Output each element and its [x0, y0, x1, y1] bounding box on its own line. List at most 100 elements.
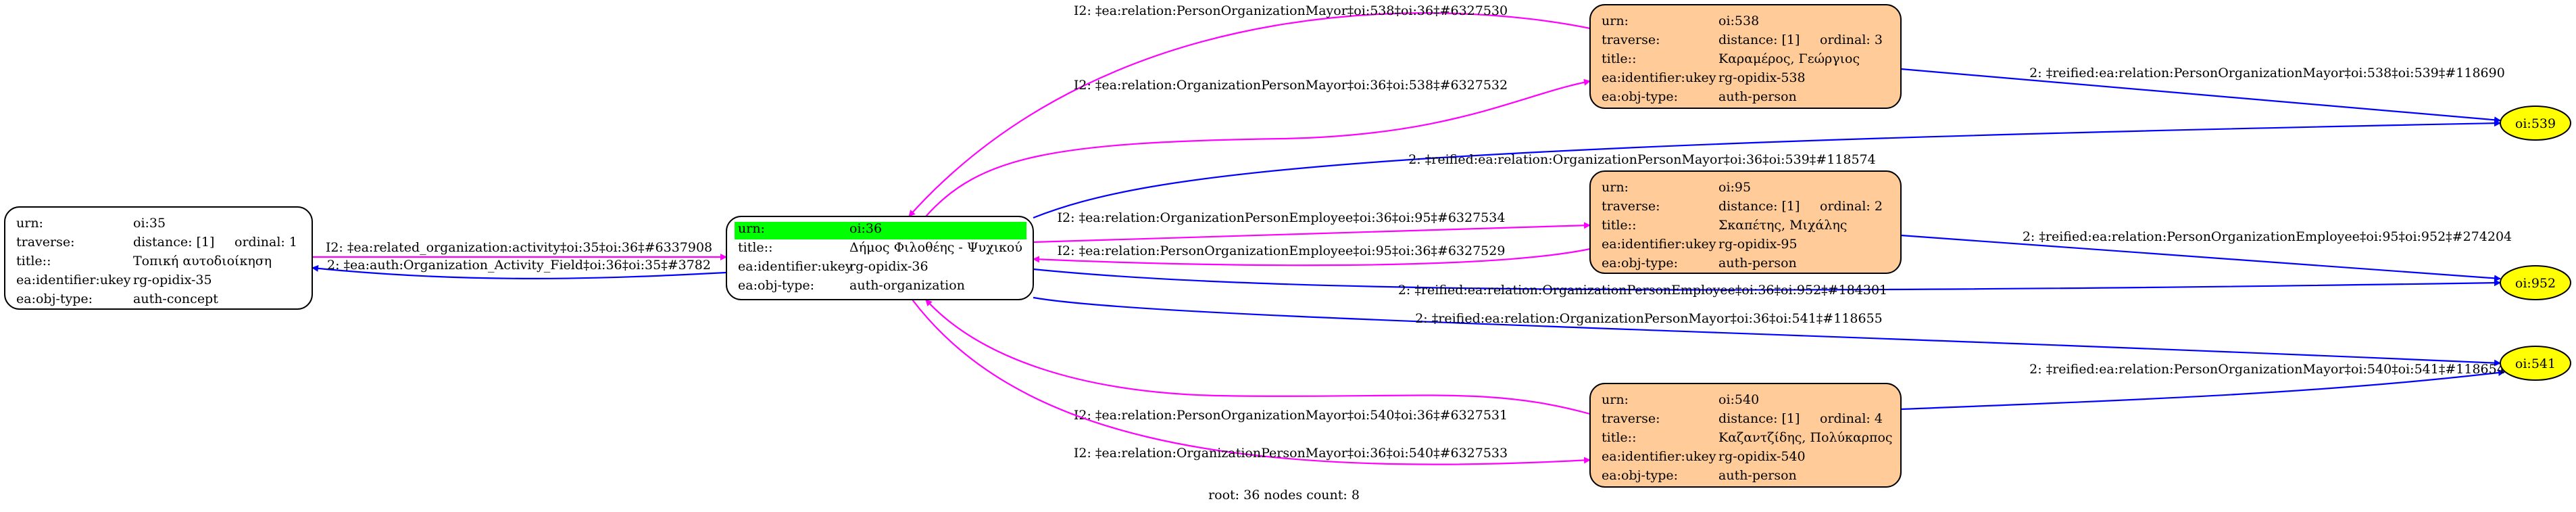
row-key: urn: — [1602, 392, 1629, 407]
leaf-ellipse[interactable] — [2500, 106, 2571, 141]
edge[interactable]: I2: ‡ea:relation:OrganizationPersonEmplo… — [1033, 210, 1591, 243]
row-value: oi:36 — [849, 221, 882, 236]
row-key: ea:obj-type: — [16, 292, 93, 306]
row-key: ea:obj-type: — [738, 278, 814, 293]
row-key: ea:identifier:ukey — [1602, 237, 1716, 252]
edge[interactable]: I2: ‡ea:relation:PersonOrganizationEmplo… — [1033, 243, 1591, 266]
row-value: distance: [1] — [1718, 32, 1800, 47]
edge[interactable]: I2: ‡ea:relation:OrganizationPersonMayor… — [925, 78, 1591, 217]
row-value: distance: [1] — [133, 235, 214, 250]
row-key: ea:identifier:ukey — [738, 259, 853, 274]
edge[interactable]: 2: ‡reified:ea:relation:PersonOrganizati… — [1900, 66, 2505, 124]
node-box[interactable] — [1589, 170, 1902, 274]
footer-status: root: 36 nodes count: 8 — [1208, 488, 1360, 503]
edge-label: I2: ‡ea:relation:PersonOrganizationEmplo… — [1058, 243, 1506, 258]
edge-label: I2: ‡ea:relation:OrganizationPersonEmplo… — [1058, 210, 1506, 225]
row-value: Καραμέρος, Γεώργιος — [1718, 51, 1860, 66]
row-value: auth-concept — [133, 292, 218, 306]
edge-line[interactable] — [1900, 369, 2505, 411]
edge[interactable]: 2: ‡ea:auth:Organization_Activity_Field‡… — [312, 258, 727, 279]
edge-label: I2: ‡ea:relation:PersonOrganizationMayor… — [1074, 408, 1508, 423]
leaf-node[interactable]: oi:541 — [2500, 346, 2571, 381]
row-key: urn: — [16, 216, 43, 231]
edge-line[interactable] — [1900, 68, 2501, 124]
edge-line[interactable] — [1033, 296, 2501, 367]
edge-line[interactable] — [312, 264, 727, 279]
leaf-ellipse[interactable] — [2500, 346, 2571, 381]
edge[interactable]: I2: ‡ea:related_organization:activity‡oi… — [312, 240, 727, 260]
leaf-label: oi:952 — [2515, 276, 2556, 291]
row-value: distance: [1] — [1718, 199, 1800, 214]
edge[interactable]: 2: ‡reified:ea:relation:OrganizationPers… — [1033, 296, 2501, 367]
edge-label: I2: ‡ea:relation:OrganizationPersonMayor… — [1074, 446, 1508, 461]
leaf-node[interactable]: oi:952 — [2500, 265, 2571, 300]
edge[interactable]: 2: ‡reified:ea:relation:PersonOrganizati… — [1900, 362, 2505, 411]
edge[interactable]: I2: ‡ea:relation:PersonOrganizationMayor… — [908, 3, 1591, 217]
node-box[interactable] — [1589, 4, 1902, 109]
leaf-label: oi:539 — [2515, 116, 2556, 131]
node-box[interactable] — [1589, 383, 1902, 488]
row-ordinal: ordinal: 1 — [234, 235, 297, 250]
edge-label: 2: ‡reified:ea:relation:OrganizationPers… — [1415, 311, 1883, 326]
row-value: Καζαντζίδης, Πολύκαρπος — [1718, 430, 1893, 445]
edge[interactable]: I2: ‡ea:relation:OrganizationPersonMayor… — [912, 299, 1591, 465]
edge-line[interactable] — [1033, 222, 1591, 243]
edge-line[interactable] — [912, 299, 1591, 465]
row-key: title:: — [1602, 51, 1636, 66]
row-value: auth-person — [1718, 89, 1797, 104]
row-ordinal: ordinal: 3 — [1820, 32, 1883, 47]
edge[interactable]: I2: ‡ea:relation:PersonOrganizationMayor… — [925, 299, 1591, 423]
edge-line[interactable] — [908, 12, 1591, 217]
row-key: title:: — [1602, 218, 1636, 233]
row-key: urn: — [1602, 14, 1629, 28]
row-key: ea:identifier:ukey — [16, 273, 131, 287]
edges-layer: I2: ‡ea:related_organization:activity‡oi… — [312, 3, 2512, 465]
leaf-label: oi:541 — [2515, 356, 2556, 371]
edge-label: I2: ‡ea:related_organization:activity‡oi… — [326, 240, 712, 255]
row-key: ea:obj-type: — [1602, 256, 1678, 271]
edge-line[interactable] — [925, 78, 1591, 217]
row-value: rg-opidix-36 — [849, 259, 928, 274]
edge-label: I2: ‡ea:relation:OrganizationPersonMayor… — [1074, 78, 1508, 93]
row-value: distance: [1] — [1718, 411, 1800, 426]
edge-line[interactable] — [1900, 234, 2501, 282]
row-value: Τοπική αυτοδιοίκηση — [133, 254, 272, 269]
row-key: urn: — [1602, 180, 1629, 195]
edge-line[interactable] — [1033, 120, 2501, 219]
row-key: ea:identifier:ukey — [1602, 449, 1716, 464]
row-key: ea:obj-type: — [1602, 468, 1678, 483]
row-key: traverse: — [16, 235, 75, 250]
root-highlight — [847, 222, 1026, 239]
edge[interactable]: 2: ‡reified:ea:relation:OrganizationPers… — [1033, 268, 2501, 298]
edge-label: 2: ‡ea:auth:Organization_Activity_Field‡… — [327, 258, 711, 273]
row-value: rg-opidix-35 — [133, 273, 212, 287]
row-value: auth-person — [1718, 468, 1797, 483]
edge-label: 2: ‡reified:ea:relation:OrganizationPers… — [1398, 283, 1887, 298]
row-key: title:: — [738, 240, 772, 255]
row-value: Σκαπέτης, Μιχάλης — [1718, 218, 1847, 233]
edge-label: 2: ‡reified:ea:relation:OrganizationPers… — [1408, 152, 1876, 167]
row-value: rg-opidix-538 — [1718, 70, 1806, 85]
row-value: oi:95 — [1718, 180, 1751, 195]
leaf-ellipse[interactable] — [2500, 265, 2571, 300]
row-key: traverse: — [1602, 32, 1660, 47]
edge-label: 2: ‡reified:ea:relation:PersonOrganizati… — [2023, 229, 2512, 244]
edge-line[interactable] — [925, 299, 1591, 415]
row-key: urn: — [738, 221, 765, 236]
edge[interactable]: 2: ‡reified:ea:relation:OrganizationPers… — [1033, 120, 2501, 219]
row-value: oi:540 — [1718, 392, 1759, 407]
row-key: ea:obj-type: — [1602, 89, 1678, 104]
edge-line[interactable] — [1033, 268, 2501, 291]
edge-line[interactable] — [1033, 248, 1591, 266]
node-box[interactable] — [4, 206, 313, 310]
edge[interactable]: 2: ‡reified:ea:relation:PersonOrganizati… — [1900, 229, 2512, 282]
leaf-node[interactable]: oi:539 — [2500, 106, 2571, 141]
row-value: Δήμος Φιλοθέης - Ψυχικού — [849, 240, 1022, 255]
